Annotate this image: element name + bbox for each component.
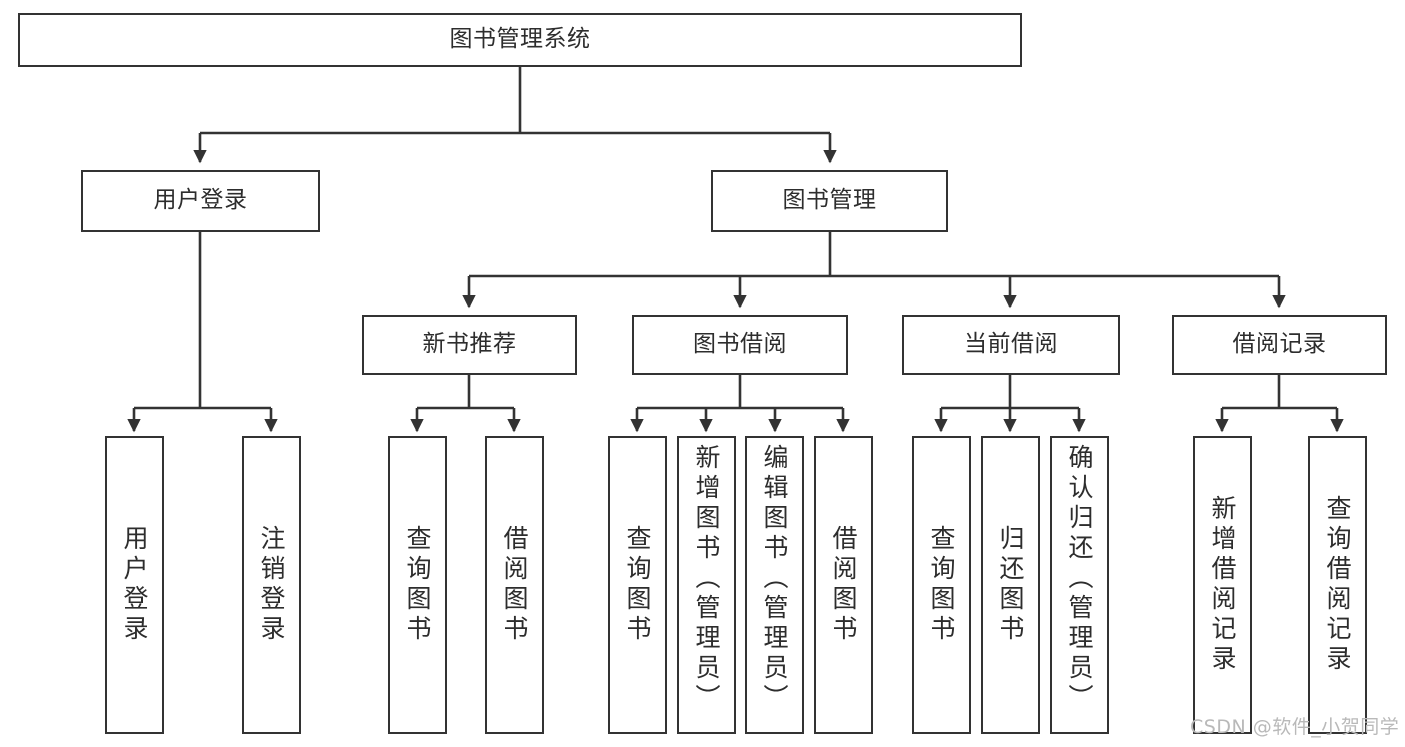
node-user-login[interactable]: 用户登录 xyxy=(81,170,320,232)
node-label: 用户登录 xyxy=(153,187,248,214)
node-label: 图书管理系统 xyxy=(449,26,591,53)
leaf-current-return-book[interactable]: 归还图书 xyxy=(981,436,1040,734)
node-label: 查询借阅记录 xyxy=(1323,495,1352,675)
node-label: 注销登录 xyxy=(257,525,286,645)
leaf-current-confirm-return-admin[interactable]: 确认归还（管理员） xyxy=(1050,436,1109,734)
node-root-system[interactable]: 图书管理系统 xyxy=(18,13,1022,67)
leaf-borrow-query-book[interactable]: 查询图书 xyxy=(608,436,667,734)
node-label: 归还图书 xyxy=(996,525,1025,645)
node-label: 借阅图书 xyxy=(500,525,529,645)
leaf-user-login-login[interactable]: 用户登录 xyxy=(105,436,164,734)
leaf-recommend-query-book[interactable]: 查询图书 xyxy=(388,436,447,734)
node-label: 查询图书 xyxy=(623,525,652,645)
node-label: 确认归还（管理员） xyxy=(1065,444,1094,714)
node-label: 新书推荐 xyxy=(422,331,517,358)
node-new-book-recommend[interactable]: 新书推荐 xyxy=(362,315,577,375)
node-label: 编辑图书（管理员） xyxy=(760,444,789,714)
leaf-record-query-record[interactable]: 查询借阅记录 xyxy=(1308,436,1367,734)
node-label: 新增图书（管理员） xyxy=(692,444,721,714)
node-label: 新增借阅记录 xyxy=(1208,495,1237,675)
leaf-current-query-book[interactable]: 查询图书 xyxy=(912,436,971,734)
leaf-record-add-record[interactable]: 新增借阅记录 xyxy=(1193,436,1252,734)
leaf-user-login-logout[interactable]: 注销登录 xyxy=(242,436,301,734)
node-borrow-record[interactable]: 借阅记录 xyxy=(1172,315,1387,375)
node-label: 借阅记录 xyxy=(1232,331,1327,358)
node-label: 图书管理 xyxy=(782,187,877,214)
node-book-borrow[interactable]: 图书借阅 xyxy=(632,315,848,375)
node-label: 借阅图书 xyxy=(829,525,858,645)
node-label: 当前借阅 xyxy=(964,331,1058,358)
node-label: 查询图书 xyxy=(927,525,956,645)
csdn-watermark: CSDN @软件_小贺同学 xyxy=(1190,716,1400,738)
node-book-management[interactable]: 图书管理 xyxy=(711,170,948,232)
leaf-borrow-edit-book-admin[interactable]: 编辑图书（管理员） xyxy=(745,436,804,734)
node-label: 用户登录 xyxy=(120,525,149,645)
node-label: 查询图书 xyxy=(403,525,432,645)
node-label: 图书借阅 xyxy=(693,331,787,358)
leaf-recommend-borrow-book[interactable]: 借阅图书 xyxy=(485,436,544,734)
leaf-borrow-add-book-admin[interactable]: 新增图书（管理员） xyxy=(677,436,736,734)
node-current-borrow[interactable]: 当前借阅 xyxy=(902,315,1120,375)
leaf-borrow-borrow-book[interactable]: 借阅图书 xyxy=(814,436,873,734)
